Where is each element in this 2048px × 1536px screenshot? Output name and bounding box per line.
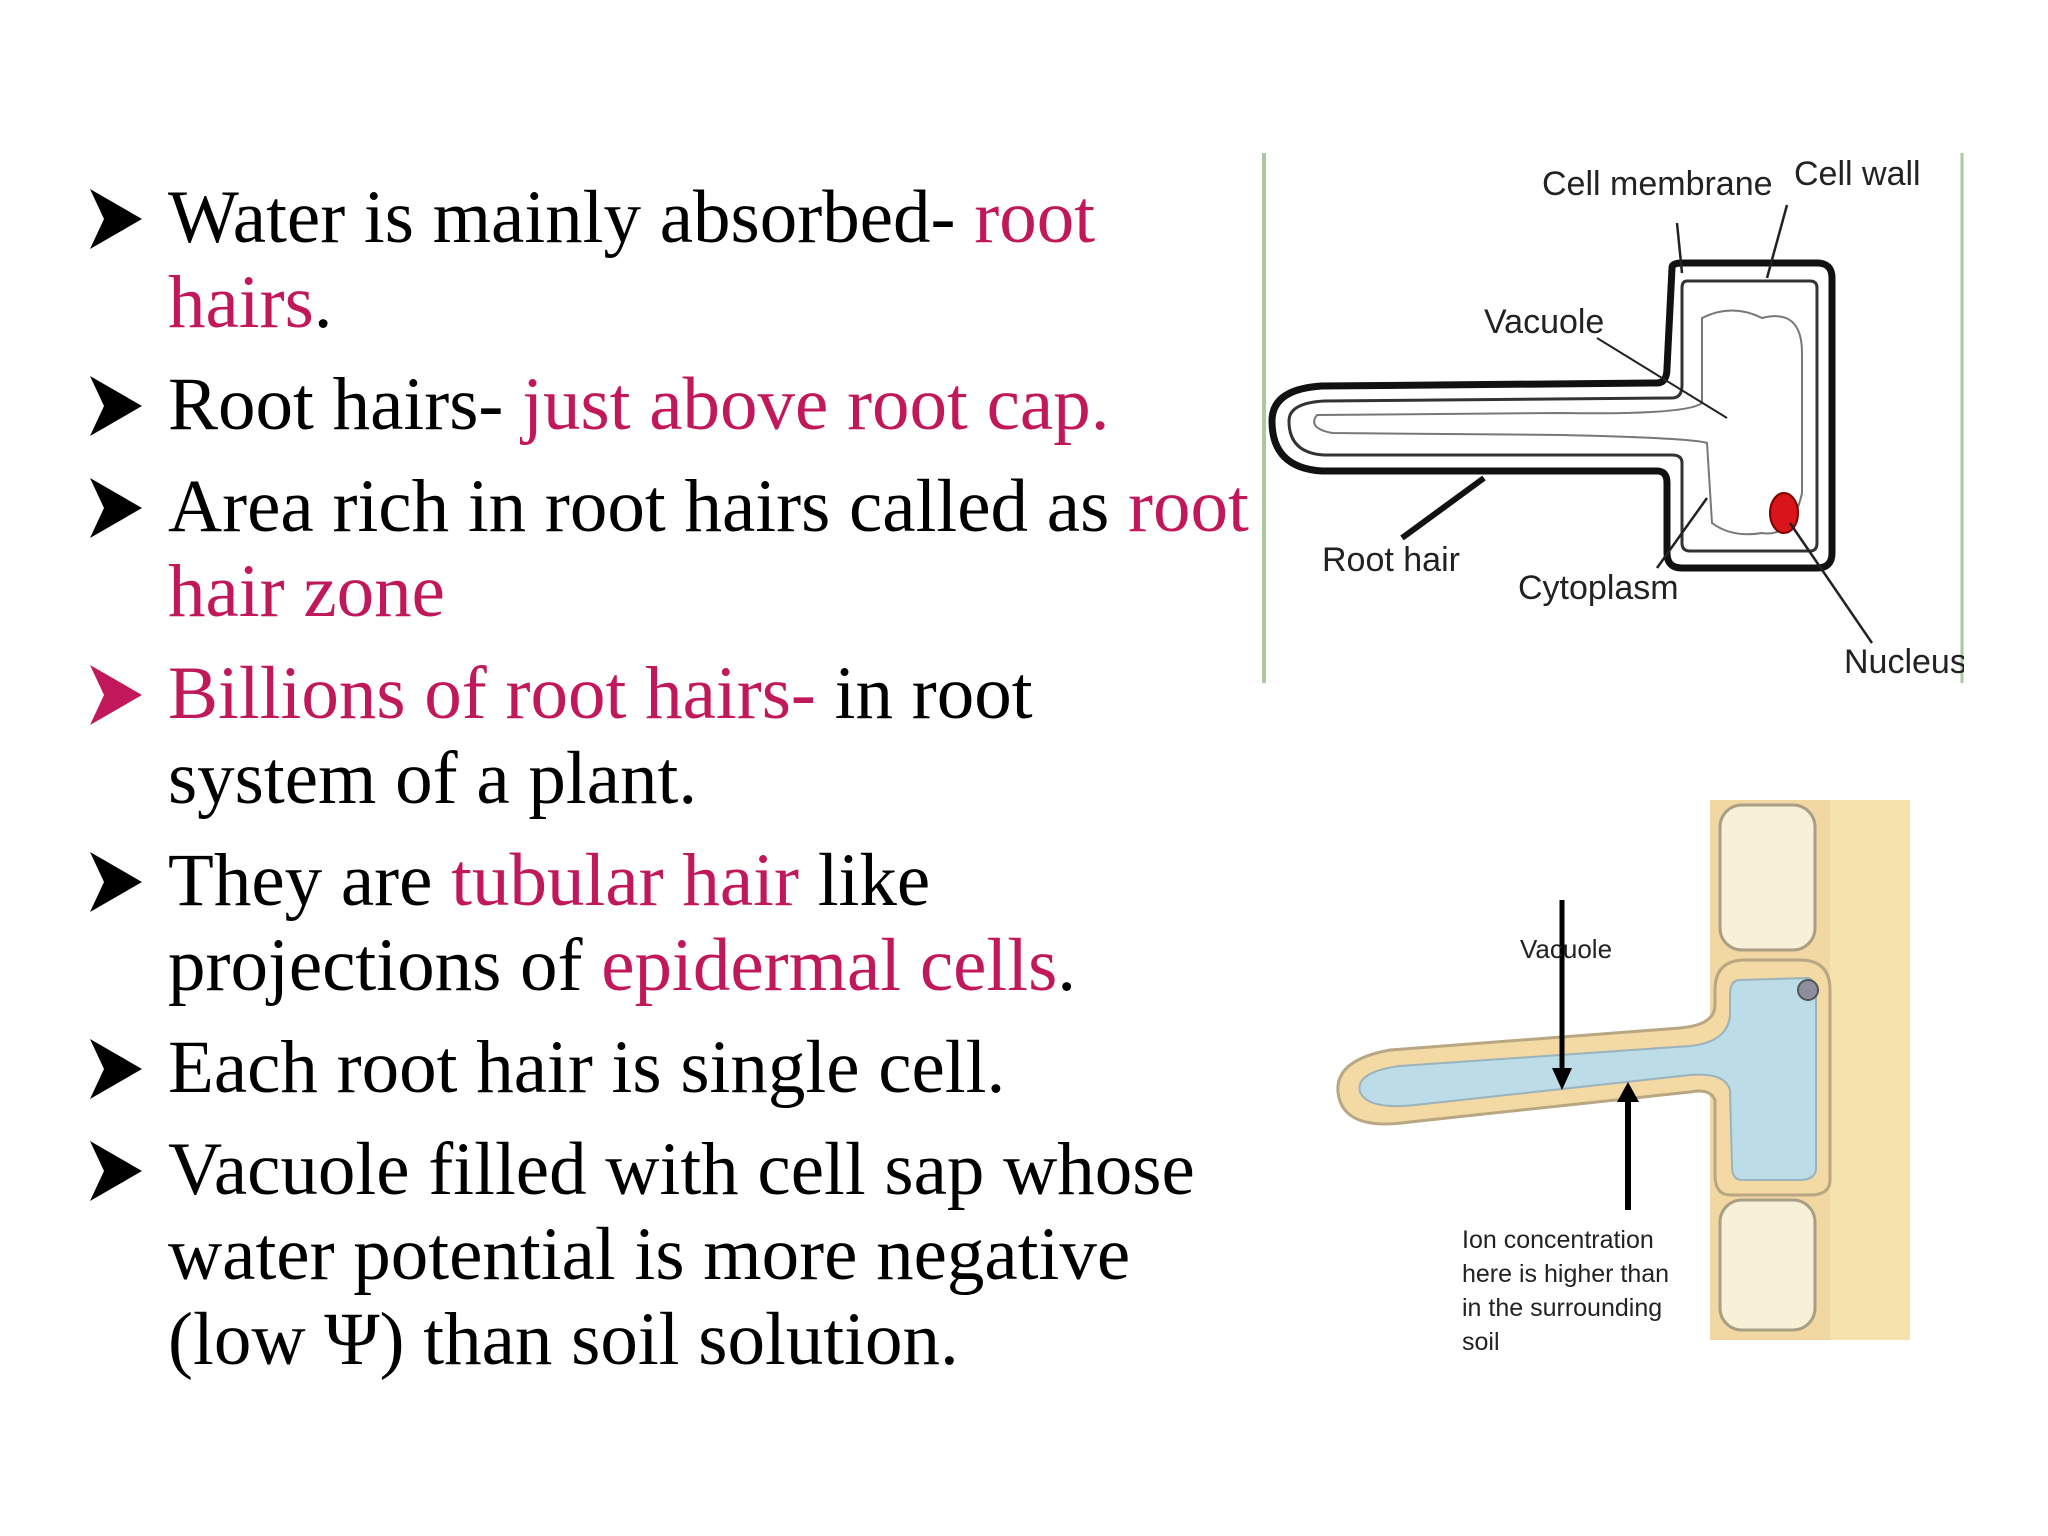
epidermal-cell-bottom [1718, 1198, 1817, 1332]
label-root-hair: Root hair [1322, 541, 1460, 579]
bullet-text: Billions of root hairs- in root system o… [168, 652, 1033, 820]
bullet-item: Root hairs- just above root cap. [90, 362, 1250, 447]
arrow-bullet-icon [90, 665, 142, 725]
root-hair-vacuole-diagram: Vacuole Ion concentration here is higher… [1336, 800, 1910, 1356]
arrow-bullet-icon [90, 852, 142, 912]
bullet-item: Billions of root hairs- in root system o… [90, 651, 1250, 821]
arrow-bullet-icon [90, 376, 142, 436]
vacuole-outline [1313, 309, 1803, 536]
bullet-text: Root hairs- just above root cap. [168, 363, 1110, 446]
vacuole-arrow-icon [1552, 1068, 1572, 1090]
bullet-item: Area rich in root hairs called as root h… [90, 464, 1250, 634]
arrow-bullet-icon [90, 1039, 142, 1099]
bullet-text: Vacuole filled with cell sap whose water… [168, 1128, 1195, 1381]
bullet-text: They are tubular hair like projections o… [168, 839, 1077, 1007]
arrow-bullet-icon [90, 478, 142, 538]
epidermal-cell-top [1718, 803, 1817, 952]
bullet-list: Water is mainly absorbed- root hairs. Ro… [90, 175, 1250, 1399]
bullet-text: Area rich in root hairs called as root h… [168, 465, 1249, 633]
arrow-bullet-icon [90, 189, 142, 249]
label-vacuole: Vacuole [1484, 303, 1604, 341]
arrow-bullet-icon [90, 1141, 142, 1201]
cell-membrane-outline [1287, 279, 1819, 553]
label-cytoplasm: Cytoplasm [1518, 569, 1679, 607]
label-vacuole: Vacuole [1520, 934, 1612, 964]
label-nucleus: Nucleus [1844, 643, 1964, 681]
bullet-item: Water is mainly absorbed- root hairs. [90, 175, 1250, 345]
bullet-item: Vacuole filled with cell sap whose water… [90, 1127, 1250, 1382]
vacuole-shape [1358, 976, 1817, 1181]
label-ion-line1: Ion concentration [1462, 1226, 1654, 1254]
ion-arrow-icon [1617, 1082, 1639, 1102]
label-cell-membrane: Cell membrane [1542, 165, 1773, 203]
label-ion-line2: here is higher than [1462, 1260, 1669, 1288]
bullet-text: Water is mainly absorbed- root hairs. [168, 176, 1096, 344]
bullet-item: They are tubular hair like projections o… [90, 838, 1250, 1008]
label-cell-wall: Cell wall [1794, 155, 1921, 193]
bullet-item: Each root hair is single cell. [90, 1025, 1250, 1110]
cell-wall-outline [1268, 259, 1836, 572]
nucleus-shape [1797, 979, 1819, 1001]
label-ion-line4: soil [1462, 1328, 1500, 1356]
bullet-text: Each root hair is single cell. [168, 1026, 1006, 1109]
root-hair-cell-diagram: Cell membrane Cell wall Vacuole Root hai… [1262, 153, 1964, 683]
label-ion-line3: in the surrounding [1462, 1294, 1662, 1322]
